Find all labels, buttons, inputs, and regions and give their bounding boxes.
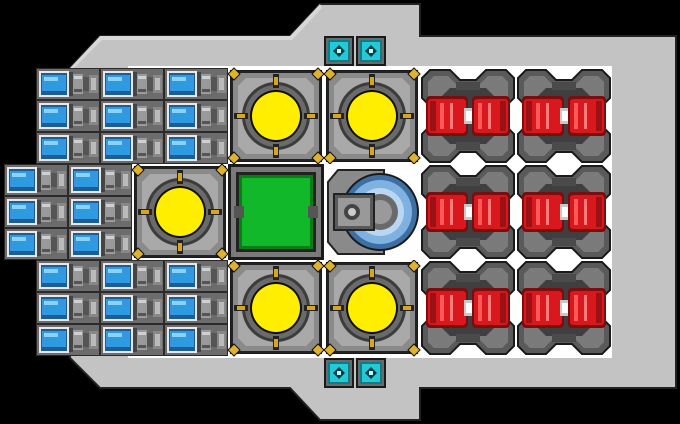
red-thruster[interactable] bbox=[421, 165, 515, 259]
cyan-sensor[interactable] bbox=[324, 358, 354, 388]
battery-cell[interactable] bbox=[164, 260, 228, 292]
cyan-sensor[interactable] bbox=[356, 358, 386, 388]
command-module[interactable] bbox=[228, 164, 324, 260]
red-thruster[interactable] bbox=[517, 165, 611, 259]
battery-cell[interactable] bbox=[100, 324, 164, 356]
battery-cell[interactable] bbox=[100, 100, 164, 132]
battery-cell[interactable] bbox=[36, 68, 100, 100]
red-thruster[interactable] bbox=[421, 69, 515, 163]
reactor-core[interactable] bbox=[227, 259, 325, 357]
battery-cell[interactable] bbox=[164, 132, 228, 164]
battery-cell[interactable] bbox=[4, 164, 68, 196]
battery-cell[interactable] bbox=[100, 132, 164, 164]
battery-cell[interactable] bbox=[100, 260, 164, 292]
battery-cell[interactable] bbox=[36, 100, 100, 132]
battery-cell[interactable] bbox=[68, 164, 132, 196]
red-thruster[interactable] bbox=[517, 261, 611, 355]
reactor-core[interactable] bbox=[227, 67, 325, 165]
red-thruster[interactable] bbox=[517, 69, 611, 163]
battery-cell[interactable] bbox=[4, 196, 68, 228]
battery-cell[interactable] bbox=[36, 260, 100, 292]
battery-cell[interactable] bbox=[100, 68, 164, 100]
battery-cell[interactable] bbox=[68, 228, 132, 260]
cyan-sensor[interactable] bbox=[324, 36, 354, 66]
reactor-core[interactable] bbox=[323, 259, 421, 357]
battery-cell[interactable] bbox=[4, 228, 68, 260]
gyro-turret[interactable] bbox=[324, 164, 420, 260]
battery-cell[interactable] bbox=[36, 324, 100, 356]
battery-cell[interactable] bbox=[164, 68, 228, 100]
reactor-core[interactable] bbox=[323, 67, 421, 165]
battery-cell[interactable] bbox=[164, 100, 228, 132]
red-thruster[interactable] bbox=[421, 261, 515, 355]
battery-cell[interactable] bbox=[36, 292, 100, 324]
reactor-core[interactable] bbox=[131, 163, 229, 261]
battery-cell[interactable] bbox=[164, 292, 228, 324]
cyan-sensor[interactable] bbox=[356, 36, 386, 66]
battery-cell[interactable] bbox=[36, 132, 100, 164]
battery-cell[interactable] bbox=[100, 292, 164, 324]
battery-cell[interactable] bbox=[164, 324, 228, 356]
battery-cell[interactable] bbox=[68, 196, 132, 228]
